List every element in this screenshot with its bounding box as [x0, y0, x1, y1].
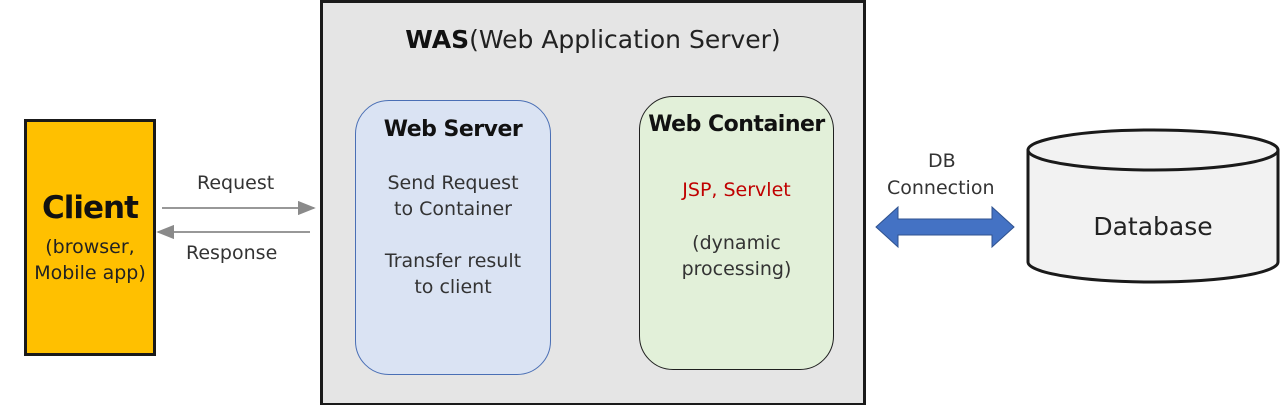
- web-server-line4: to client: [414, 276, 492, 298]
- web-container-line2: processing): [681, 258, 792, 280]
- client-box: Client (browser, Mobile app): [24, 119, 156, 356]
- web-server-line2: to Container: [394, 198, 512, 220]
- database-cylinder: [1026, 128, 1280, 284]
- web-server-box: Web Server Send Request to Container Tra…: [355, 100, 551, 375]
- database-label: Database: [1093, 212, 1213, 241]
- web-container-box: Web Container JSP, Servlet (dynamic proc…: [639, 96, 834, 370]
- db-connection-line2: Connection: [887, 177, 995, 199]
- client-title: Client: [42, 189, 139, 226]
- request-label: Request: [197, 172, 275, 194]
- was-box: WAS(Web Application Server) Web Server S…: [320, 0, 866, 405]
- web-container-tech: JSP, Servlet: [682, 179, 791, 201]
- response-label: Response: [186, 242, 278, 264]
- db-connection-line1: DB: [928, 150, 956, 172]
- web-server-line1: Send Request: [387, 172, 519, 194]
- db-connection-arrow: [875, 205, 1015, 249]
- was-title-rest: (Web Application Server): [469, 25, 781, 54]
- web-server-line3: Transfer result: [384, 250, 522, 272]
- client-subtitle-line2: Mobile app): [34, 261, 146, 284]
- was-title: WAS(Web Application Server): [323, 25, 863, 54]
- was-title-bold: WAS: [405, 25, 470, 54]
- web-container-line1: (dynamic: [692, 232, 781, 254]
- client-subtitle-line1: (browser,: [45, 235, 135, 258]
- web-container-title: Web Container: [648, 112, 825, 137]
- web-server-title: Web Server: [383, 117, 523, 142]
